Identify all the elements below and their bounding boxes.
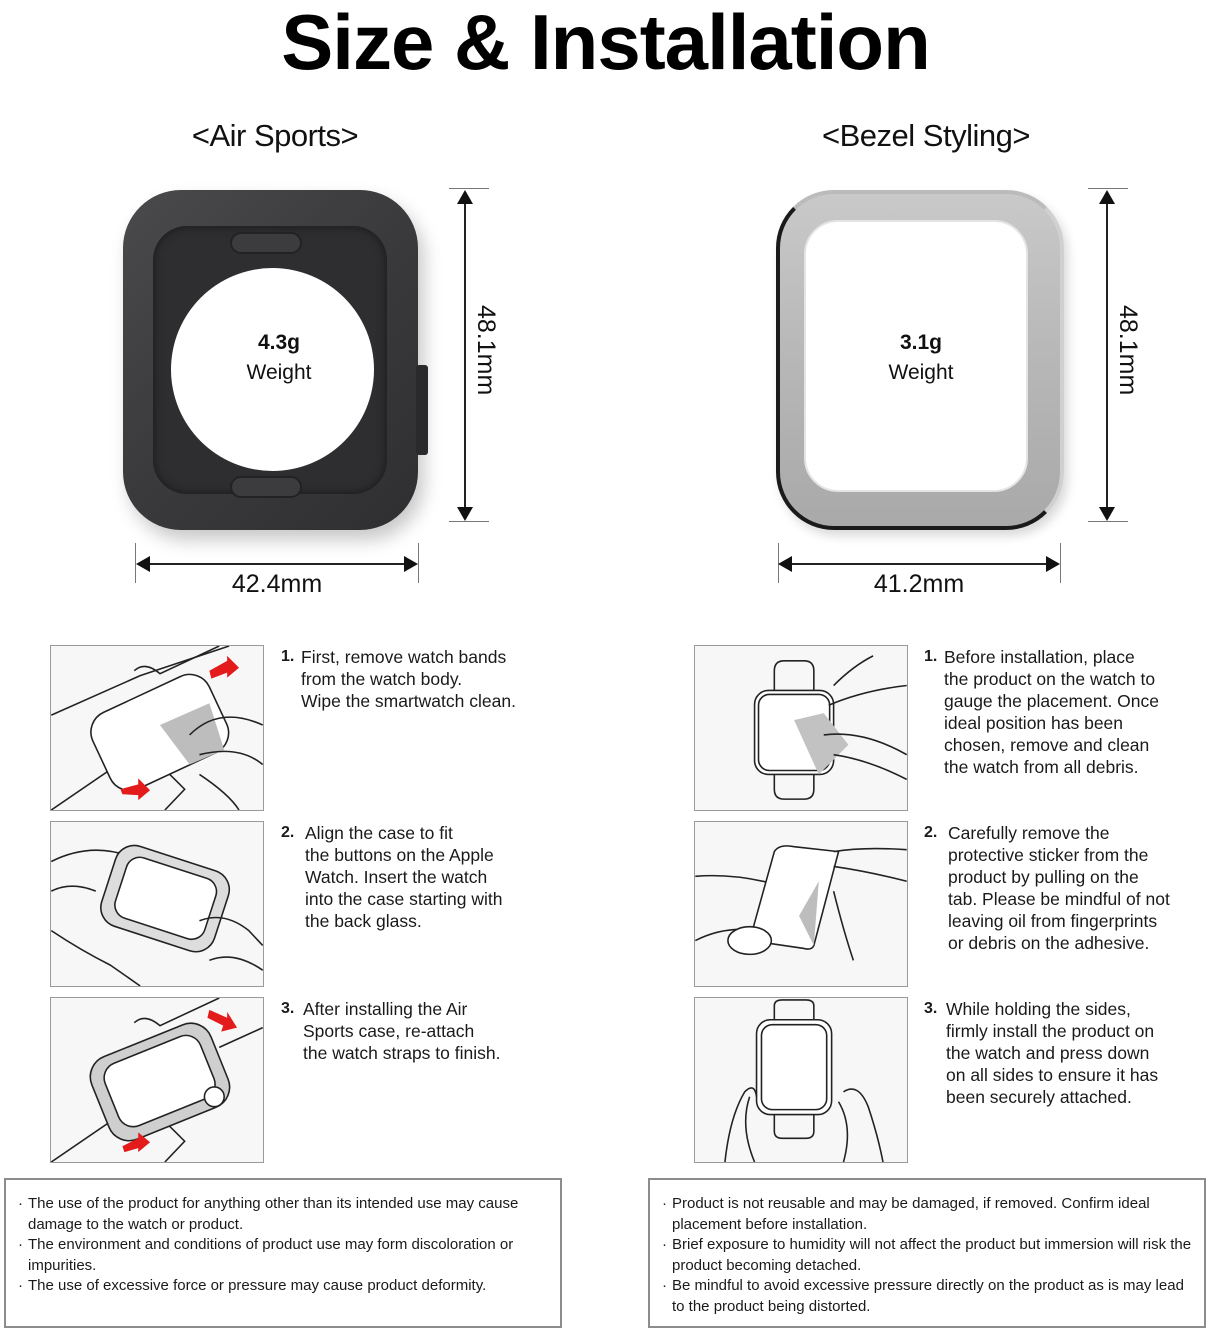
bezel-styling-image: 3.1g Weight bbox=[776, 190, 1081, 535]
air-sports-heading: <Air Sports> bbox=[191, 118, 359, 153]
note-item: The use of the product for anything othe… bbox=[18, 1194, 548, 1235]
step-1-illustration-clean-watch bbox=[694, 645, 908, 811]
step-3-instruction: 3. After installing the Air Sports case,… bbox=[281, 998, 541, 1064]
step-2-instruction: 2. Carefully remove the protective stick… bbox=[924, 822, 1194, 954]
width-tick-left bbox=[135, 543, 136, 583]
height-tick-bottom bbox=[449, 521, 489, 522]
width-label: 42.4mm bbox=[231, 570, 323, 598]
height-tick-bottom bbox=[1088, 521, 1128, 522]
step-text: First, remove watch bands from the watch… bbox=[301, 647, 516, 711]
step-number: 2. bbox=[924, 824, 938, 841]
step-text: While holding the sides, firmly install … bbox=[946, 999, 1159, 1107]
step-number: 2. bbox=[281, 824, 295, 841]
arrow-down-icon bbox=[1099, 507, 1115, 521]
step-3-illustration-reattach-straps bbox=[50, 997, 264, 1163]
note-item: Product is not reusable and may be damag… bbox=[662, 1194, 1192, 1235]
air-sports-caution-notes: The use of the product for anything othe… bbox=[4, 1178, 562, 1328]
case-back-opening bbox=[171, 268, 374, 471]
step-number: 3. bbox=[281, 1000, 295, 1017]
step-text: After installing the Air Sports case, re… bbox=[303, 999, 501, 1063]
weight-info: 3.1g Weight bbox=[821, 328, 1021, 388]
arrow-left-icon bbox=[136, 556, 150, 572]
step-text: Before installation, place the product o… bbox=[944, 647, 1160, 777]
step-1-illustration-remove-bands bbox=[50, 645, 264, 811]
width-label: 41.2mm bbox=[873, 570, 965, 598]
page-title: Size & Installation bbox=[281, 0, 930, 86]
weight-info: 4.3g Weight bbox=[179, 328, 379, 388]
arrow-left-icon bbox=[778, 556, 792, 572]
bezel-styling-caution-notes: Product is not reusable and may be damag… bbox=[648, 1178, 1206, 1328]
weight-value: 4.3g bbox=[257, 331, 301, 354]
height-dimension-line bbox=[1106, 196, 1108, 514]
step-1-instruction: 1. Before installation, place the produc… bbox=[924, 646, 1194, 778]
width-tick-right bbox=[418, 543, 419, 583]
width-dimension-line bbox=[784, 563, 1054, 565]
bezel-opening bbox=[804, 220, 1028, 492]
note-item: The use of excessive force or pressure m… bbox=[18, 1276, 548, 1297]
step-2-illustration-remove-sticker bbox=[694, 821, 908, 987]
step-1-instruction: 1. First, remove watch bands from the wa… bbox=[281, 646, 541, 712]
arrow-up-icon bbox=[457, 190, 473, 204]
band-slot-bottom bbox=[230, 476, 302, 498]
band-slot-top bbox=[230, 232, 302, 254]
note-item: The environment and conditions of produc… bbox=[18, 1235, 548, 1276]
step-number: 3. bbox=[924, 1000, 938, 1017]
height-label: 48.1mm bbox=[472, 305, 500, 396]
step-number: 1. bbox=[924, 648, 938, 665]
step-number: 1. bbox=[281, 648, 295, 665]
weight-value: 3.1g bbox=[899, 331, 943, 354]
step-3-illustration-press-sides bbox=[694, 997, 908, 1163]
bezel-styling-heading: <Bezel Styling> bbox=[822, 118, 1030, 153]
arrow-right-icon bbox=[404, 556, 418, 572]
step-2-illustration-insert-watch bbox=[50, 821, 264, 987]
note-item: Be mindful to avoid excessive pressure d… bbox=[662, 1276, 1192, 1317]
weight-label: Weight bbox=[888, 361, 954, 384]
weight-label: Weight bbox=[246, 361, 312, 384]
height-label: 48.1mm bbox=[1114, 305, 1142, 396]
height-tick-top bbox=[1088, 188, 1128, 189]
arrow-down-icon bbox=[457, 507, 473, 521]
arrow-right-icon bbox=[1046, 556, 1060, 572]
crown-cutout bbox=[416, 365, 428, 455]
step-text: Align the case to fit the buttons on the… bbox=[305, 823, 503, 931]
height-dimension-line bbox=[464, 196, 466, 514]
arrow-up-icon bbox=[1099, 190, 1115, 204]
note-item: Brief exposure to humidity will not affe… bbox=[662, 1235, 1192, 1276]
step-2-instruction: 2. Align the case to fit the buttons on … bbox=[281, 822, 541, 932]
height-tick-top bbox=[449, 188, 489, 189]
width-tick-right bbox=[1060, 543, 1061, 583]
step-3-instruction: 3. While holding the sides, firmly insta… bbox=[924, 998, 1194, 1108]
step-text: Carefully remove the protective sticker … bbox=[948, 823, 1170, 953]
air-sports-case-image: 4.3g Weight bbox=[123, 190, 438, 535]
width-dimension-line bbox=[142, 563, 412, 565]
